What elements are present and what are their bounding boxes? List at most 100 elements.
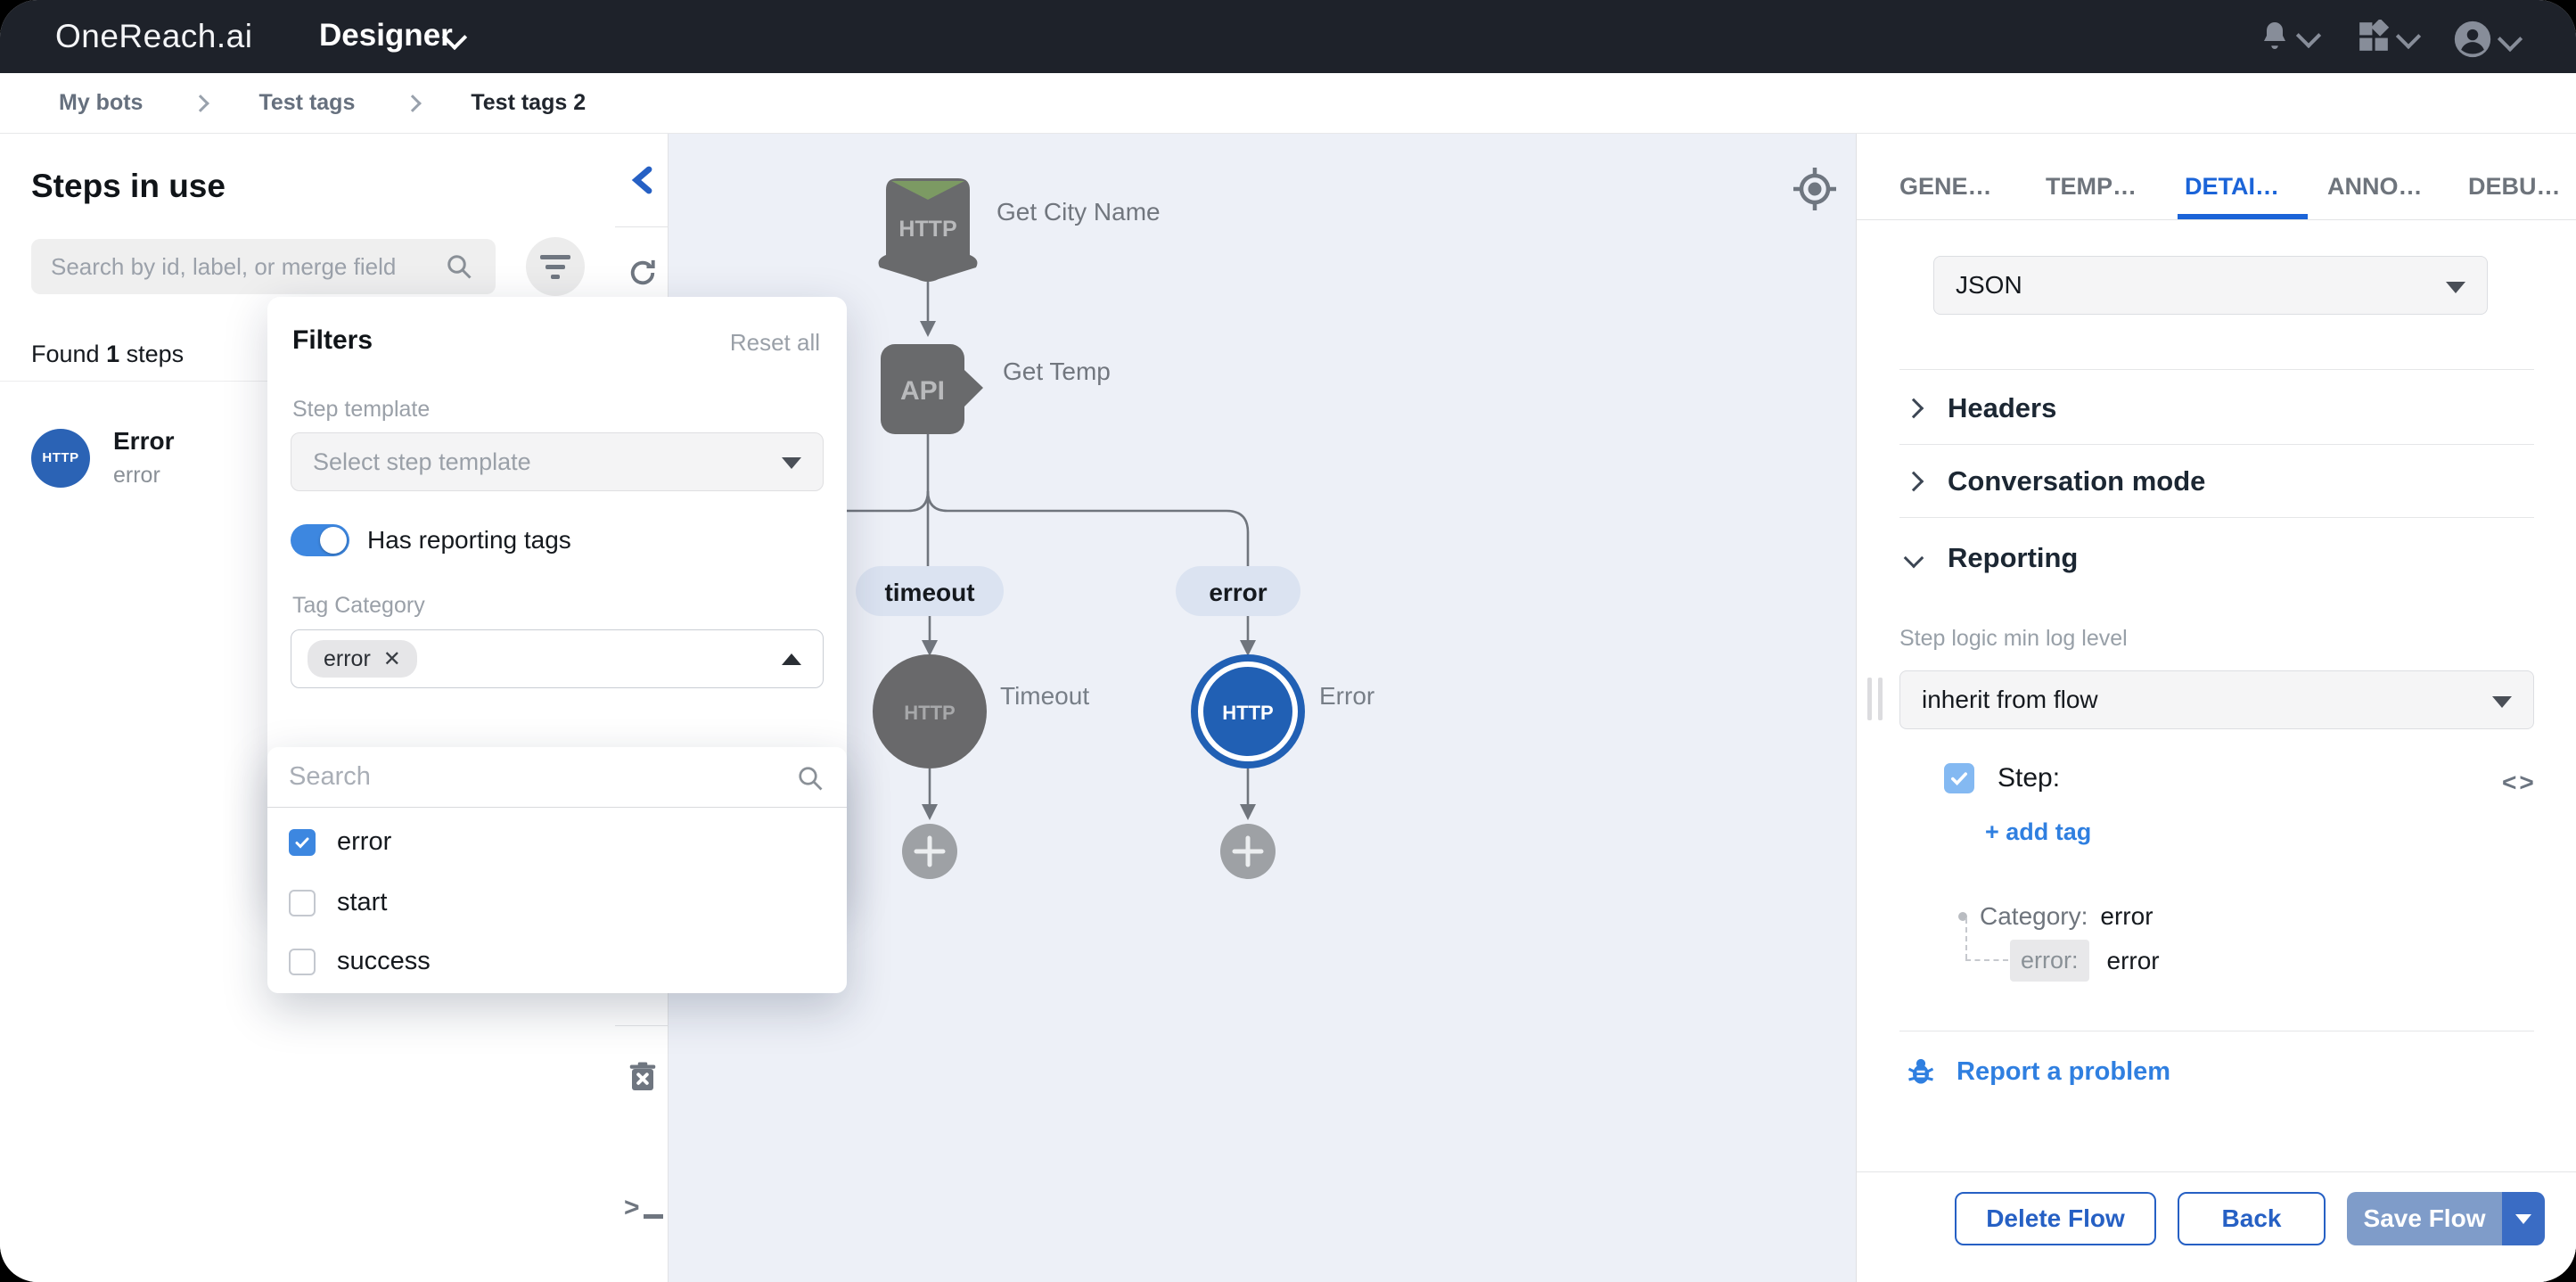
format-select[interactable]: JSON bbox=[1933, 256, 2488, 315]
node-get-city-name[interactable]: HTTP bbox=[878, 178, 978, 282]
locate-crosshair-icon[interactable] bbox=[1792, 166, 1838, 212]
svg-text:timeout: timeout bbox=[884, 579, 974, 606]
step-template-select[interactable]: Select step template bbox=[291, 432, 824, 491]
breadcrumb-my-bots[interactable]: My bots bbox=[59, 90, 144, 115]
product-menu[interactable]: Designer bbox=[319, 18, 453, 53]
breadcrumb-separator-icon bbox=[192, 94, 210, 112]
tree-connector bbox=[1965, 918, 1967, 959]
step-checkbox-label: Step: bbox=[1998, 763, 2061, 793]
branch-pill-error[interactable]: error bbox=[1176, 566, 1300, 616]
add-step-button-error[interactable] bbox=[1220, 824, 1276, 879]
refresh-icon[interactable] bbox=[627, 257, 659, 289]
node-get-temp[interactable]: API bbox=[881, 344, 983, 434]
edge-branch-to-error bbox=[926, 490, 1250, 615]
collapse-panel-icon[interactable] bbox=[629, 166, 654, 194]
product-menu-chevron-icon[interactable] bbox=[441, 24, 468, 51]
tree-dot bbox=[1958, 912, 1967, 921]
checkbox-checked-icon[interactable] bbox=[289, 828, 316, 856]
search-icon bbox=[447, 255, 472, 279]
chevron-up-icon bbox=[782, 653, 801, 665]
tag-category-label: Tag Category bbox=[292, 593, 425, 618]
avatar-icon bbox=[2454, 21, 2491, 58]
checkbox-icon[interactable] bbox=[289, 889, 316, 916]
section-conversation-mode[interactable]: Conversation mode bbox=[1903, 465, 2205, 497]
chevron-down-icon bbox=[1903, 547, 1924, 569]
brand-logo[interactable]: OneReach.ai bbox=[55, 18, 253, 54]
arrowhead bbox=[922, 804, 938, 820]
section-headers[interactable]: Headers bbox=[1903, 392, 2056, 424]
tab-details[interactable]: DETAI… bbox=[2185, 173, 2279, 200]
tag-category-row: Category: error bbox=[1958, 902, 2154, 931]
has-reporting-tags-toggle[interactable] bbox=[291, 524, 349, 556]
node-badge: API bbox=[900, 376, 945, 406]
panel-title: Steps in use bbox=[31, 168, 226, 204]
toggle-label: Has reporting tags bbox=[367, 526, 571, 554]
save-flow-button[interactable]: Save Flow bbox=[2347, 1192, 2545, 1245]
step-checkbox[interactable] bbox=[1944, 763, 1974, 793]
apps-menu-button[interactable] bbox=[2357, 20, 2422, 53]
node-badge: HTTP bbox=[898, 217, 956, 242]
tag-option-start[interactable]: start bbox=[289, 888, 387, 917]
step-tag-row: Step: bbox=[1944, 763, 2060, 793]
node-accent bbox=[891, 181, 964, 200]
section-reporting[interactable]: Reporting bbox=[1903, 542, 2078, 574]
tag-option-success[interactable]: success bbox=[289, 947, 431, 976]
branch-pill-timeout[interactable]: timeout bbox=[856, 566, 1004, 616]
breadcrumb-test-tags[interactable]: Test tags bbox=[258, 90, 356, 115]
panel-footer: Delete Flow Back Save Flow bbox=[1857, 1171, 2576, 1282]
reset-all-link[interactable]: Reset all bbox=[729, 329, 820, 356]
delete-flow-button[interactable]: Delete Flow bbox=[1955, 1192, 2156, 1245]
arrowhead bbox=[1240, 804, 1256, 820]
step-template-label: Step template bbox=[292, 397, 431, 422]
tab-general[interactable]: GENE… bbox=[1899, 173, 1992, 200]
step-item-subtitle: error bbox=[113, 462, 160, 488]
breadcrumb-separator-icon bbox=[404, 94, 422, 112]
report-problem-link[interactable]: Report a problem bbox=[1905, 1056, 2170, 1088]
step-list-item[interactable]: HTTP Error error bbox=[31, 427, 175, 489]
flow-diagram: HTTP Get City Name API Get Temp timeout … bbox=[784, 178, 1374, 879]
steps-search-input[interactable] bbox=[31, 239, 496, 294]
console-icon[interactable]: > bbox=[624, 1193, 663, 1223]
checkbox-icon[interactable] bbox=[289, 948, 316, 975]
log-level-select[interactable]: inherit from flow bbox=[1899, 670, 2534, 729]
tab-debug[interactable]: DEBU… bbox=[2468, 173, 2561, 200]
tag-search-input[interactable] bbox=[267, 747, 847, 808]
chevron-right-icon bbox=[1903, 398, 1924, 419]
code-view-icon[interactable]: <> bbox=[2502, 768, 2537, 796]
account-menu-button[interactable] bbox=[2453, 20, 2523, 59]
selected-tag-chip: error ✕ bbox=[308, 640, 417, 678]
tag-key-chip[interactable]: error: bbox=[2010, 940, 2089, 982]
add-tag-link[interactable]: + add tag bbox=[1985, 818, 2092, 845]
tree-connector bbox=[1965, 959, 2008, 961]
back-button[interactable]: Back bbox=[2178, 1192, 2326, 1245]
filter-icon bbox=[540, 254, 570, 279]
filters-button[interactable] bbox=[526, 237, 585, 296]
arrowhead bbox=[920, 321, 936, 337]
node-error-selected[interactable]: HTTP bbox=[1191, 654, 1305, 768]
breadcrumb: My bots Test tags Test tags 2 bbox=[0, 73, 2576, 134]
chevron-down-icon bbox=[2492, 696, 2512, 708]
remove-tag-icon[interactable]: ✕ bbox=[382, 646, 401, 671]
chevron-down-icon bbox=[2446, 282, 2465, 293]
arrowhead bbox=[922, 640, 938, 656]
arrowhead bbox=[1240, 640, 1256, 656]
clear-canvas-trash-icon[interactable] bbox=[628, 1061, 658, 1093]
step-item-title: Error bbox=[113, 427, 175, 455]
save-options-button[interactable] bbox=[2502, 1192, 2545, 1245]
tag-category-multiselect[interactable]: error ✕ bbox=[291, 629, 824, 688]
active-tab-underline bbox=[2178, 214, 2308, 219]
panel-resize-handle[interactable] bbox=[1867, 678, 1883, 720]
svg-text:error: error bbox=[1209, 579, 1267, 606]
tag-options-dropdown: error start success bbox=[267, 747, 847, 993]
node-badge: HTTP bbox=[904, 702, 955, 724]
add-step-button-timeout[interactable] bbox=[902, 824, 957, 879]
bell-icon bbox=[2264, 22, 2285, 49]
tab-template[interactable]: TEMP… bbox=[2046, 173, 2137, 200]
tag-option-error[interactable]: error bbox=[289, 827, 391, 857]
apps-grid-icon bbox=[2359, 20, 2390, 51]
tab-annotations[interactable]: ANNO… bbox=[2327, 173, 2423, 200]
node-timeout[interactable]: HTTP bbox=[873, 654, 987, 768]
notifications-button[interactable] bbox=[2259, 20, 2322, 52]
search-icon bbox=[799, 767, 823, 791]
